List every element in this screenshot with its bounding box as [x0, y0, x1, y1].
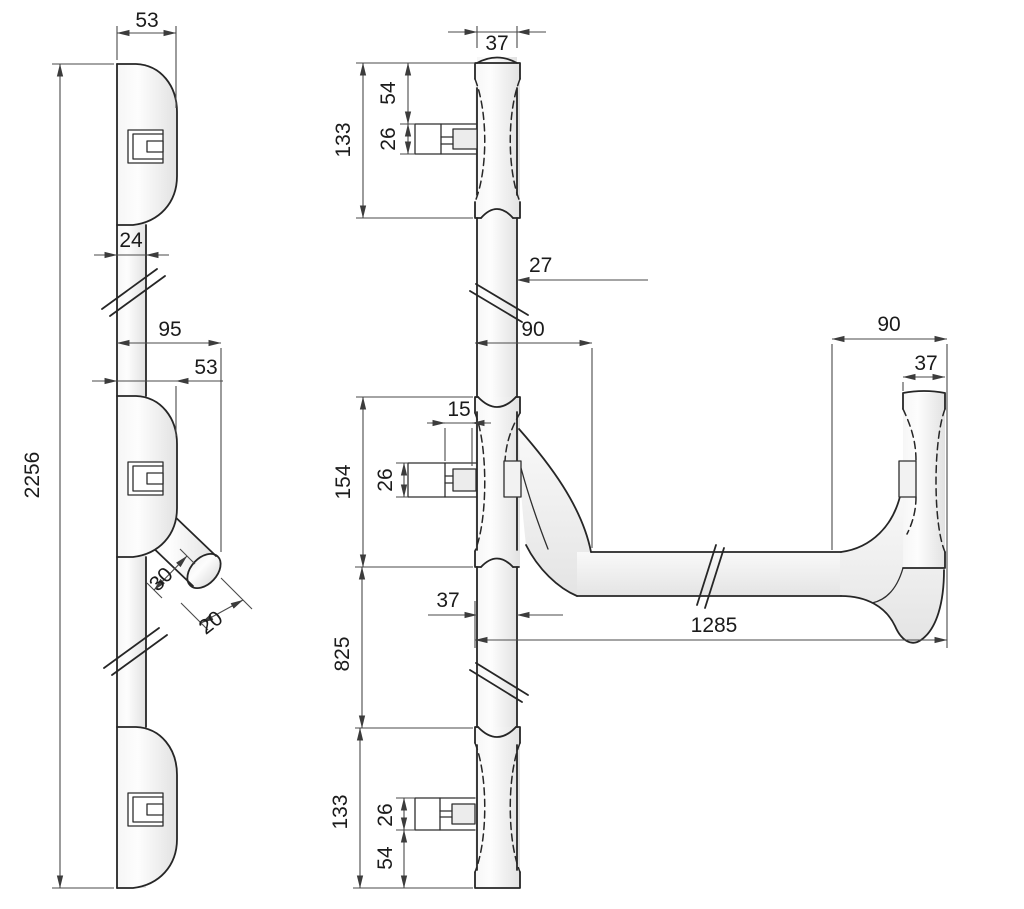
dim-label-side-tube-width: 24	[119, 229, 143, 252]
front-right-cap-latch	[898, 460, 917, 498]
front-tube-outline	[469, 56, 529, 871]
front-top-bracket	[414, 123, 478, 155]
side-bottom-cap-detail	[127, 792, 164, 827]
dim-label-side-overall-depth: 95	[158, 318, 181, 341]
dim-label-front-spindle-width: 15	[447, 398, 470, 421]
front-right-cap	[898, 390, 946, 569]
side-break-lower	[103, 627, 168, 676]
dim-label-front-bottom-bracket-offset: 54	[374, 846, 397, 870]
front-break-lower	[469, 662, 529, 703]
dim-label-front-top-bracket-offset: 54	[377, 81, 400, 105]
dim-label-front-mid-tube-width: 37	[436, 589, 459, 612]
front-bottom-cap	[474, 726, 521, 889]
dim-label-front-top-cap-width: 37	[485, 32, 508, 55]
side-view: 53 24 95 53 2256 30 20	[21, 9, 253, 889]
dim-label-front-mid-bracket-height: 26	[374, 468, 397, 491]
dim-label-side-total-height: 2256	[21, 452, 44, 499]
front-break-upper	[469, 283, 529, 323]
dim-label-front-top-bracket-height: 26	[377, 127, 400, 150]
dim-label-front-bottom-cap-height: 133	[329, 794, 352, 829]
dim-label-side-mid-cap-width: 53	[194, 356, 217, 379]
dim-label-front-right-cap-width: 37	[914, 352, 937, 375]
dim-label-front-top-cap-height: 133	[332, 122, 355, 157]
side-mid-cap-detail	[127, 461, 164, 496]
crossbar-break	[696, 544, 725, 609]
side-break-upper	[101, 268, 166, 317]
front-mid-bracket	[407, 462, 477, 498]
front-mid-cap-latch	[503, 460, 522, 498]
front-bottom-bracket	[414, 797, 476, 831]
dim-label-side-stub-diameter: 30	[145, 563, 178, 596]
side-top-cap-detail	[127, 129, 164, 164]
dim-label-front-bar-length: 1285	[691, 614, 738, 637]
dim-label-front-mid-span: 90	[521, 318, 544, 341]
dim-label-front-mid-cap-height: 154	[332, 464, 355, 499]
dim-label-front-right-span: 90	[877, 313, 900, 336]
dim-label-side-top-cap-width: 53	[135, 9, 158, 32]
dim-label-front-bottom-bracket-height: 26	[374, 803, 397, 826]
front-view: 37 133 54 26 27 90 154	[329, 26, 948, 889]
front-top-cap	[474, 62, 521, 219]
front-view-dimensions: 37 133 54 26 27 90 154	[329, 26, 948, 889]
dim-label-front-lower-span: 825	[331, 636, 354, 671]
crossbar	[518, 393, 945, 644]
dim-label-front-tube-diameter: 27	[529, 254, 552, 277]
